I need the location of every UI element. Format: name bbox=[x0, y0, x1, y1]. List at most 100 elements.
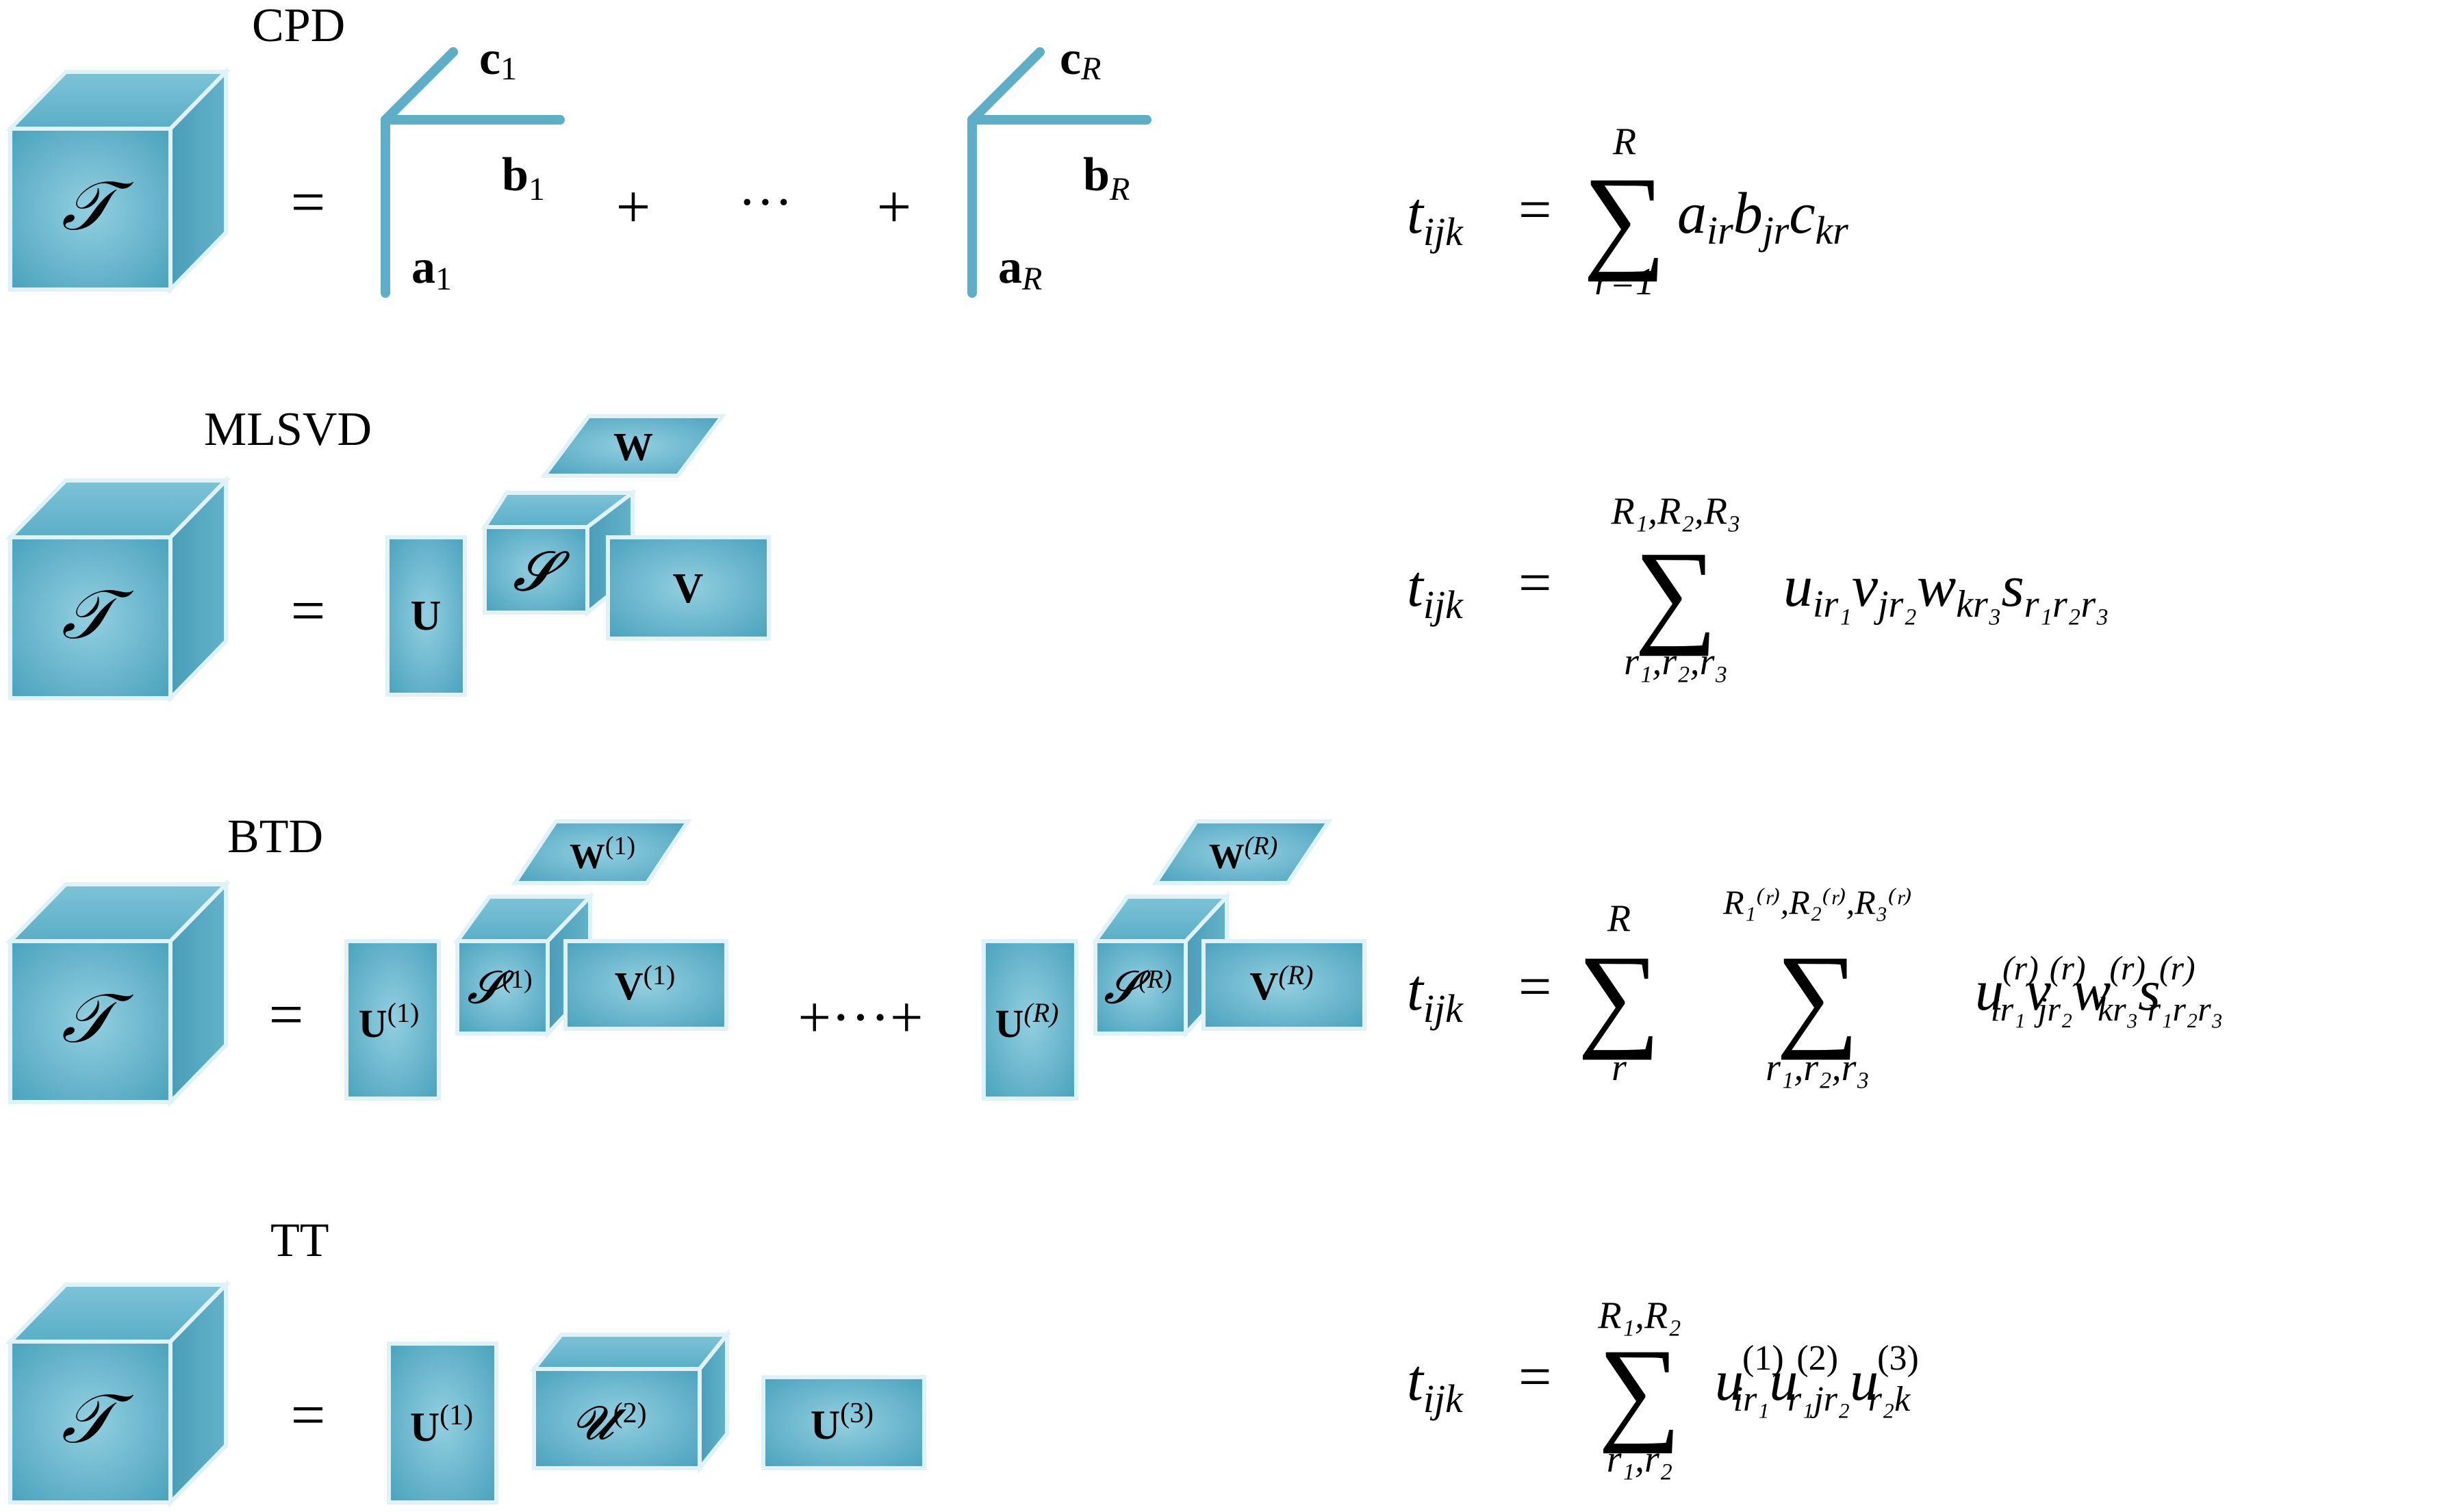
label-aR: aR bbox=[998, 241, 1042, 297]
sum-sign: ∑ bbox=[1634, 528, 1717, 656]
matrix-V-label: V bbox=[673, 565, 704, 612]
matrix-WR-block bbox=[1151, 819, 1333, 885]
tt-core-2: 𝓤(2) bbox=[529, 1329, 732, 1474]
matrix-V-block bbox=[606, 535, 771, 641]
row-tt: TT 𝒯 = U(1) 𝓤(2) U(3) tijk = R₁,R₂ ∑ bbox=[5, 1214, 1919, 1508]
matrix-U1-block bbox=[344, 939, 441, 1101]
label-cR: cR bbox=[1060, 32, 1101, 87]
tt-formula: tijk = R₁,R₂ ∑ r₁,r₂ u(1)ir₁u(2)r₁jr₂u(3… bbox=[1407, 1294, 1919, 1481]
tt-equals: = bbox=[291, 1381, 326, 1449]
cpd-plus-2: + bbox=[877, 173, 912, 241]
cpd-rank1-term-1: c1 b1 a1 bbox=[381, 32, 565, 298]
formula-equals: = bbox=[1518, 550, 1552, 615]
core-SR-front-face bbox=[1093, 939, 1188, 1036]
matrix-W1-block bbox=[511, 819, 692, 885]
matrix-U1-block bbox=[387, 1342, 498, 1504]
tt-core-3: U(3) bbox=[761, 1375, 926, 1470]
matrix-U-block bbox=[385, 535, 467, 697]
formula-equals: = bbox=[1518, 1344, 1552, 1409]
cube-front-face bbox=[8, 535, 173, 700]
sum-lower-limit: r=1 bbox=[1594, 261, 1655, 303]
core-U2-top-face bbox=[529, 1333, 732, 1371]
cube-front-face bbox=[8, 939, 173, 1104]
sum2-sign: ∑ bbox=[1776, 932, 1859, 1060]
cpd-rank1-term-R: cR bR aR bbox=[967, 32, 1151, 298]
formula-terms: uir₁vjr₂wkr₃sr₁r₂r₃ bbox=[1783, 553, 2109, 626]
matrix-WR-label: W(R) bbox=[1209, 832, 1278, 876]
sum1-upper-limit: R bbox=[1607, 897, 1631, 940]
vector-cR bbox=[967, 47, 1045, 125]
btd-tensor-cube: 𝒯 bbox=[5, 879, 231, 1107]
matrix-U-label: U bbox=[411, 593, 442, 639]
sum-lower-limit: r₁,r₂,r₃ bbox=[1624, 641, 1728, 683]
btd-equals: = bbox=[269, 981, 304, 1049]
formula-equals: = bbox=[1518, 953, 1552, 1019]
core-U2-label: 𝓤(2) bbox=[572, 1397, 646, 1449]
matrix-UR-block bbox=[982, 939, 1078, 1101]
formula-terms: u(r)ir₁v(r)jr₂w(r)kr₃s(r)r₁r₂r₃ bbox=[1975, 949, 2223, 1028]
matrix-W-block bbox=[540, 414, 726, 478]
label-c1: c1 bbox=[479, 32, 517, 87]
sum1-lower-limit: r bbox=[1612, 1047, 1627, 1089]
mlsvd-title: MLSVD bbox=[204, 403, 372, 456]
matrix-U1-label: U(1) bbox=[410, 1400, 473, 1450]
matrix-UR-label: U(R) bbox=[995, 997, 1059, 1046]
formula-terms: airbjrckr bbox=[1677, 180, 1848, 253]
mlsvd-equals: = bbox=[291, 577, 326, 645]
sum2-lower-limit: r₁,r₂,r₃ bbox=[1766, 1047, 1870, 1089]
core-U2-front-face bbox=[532, 1367, 702, 1470]
row-mlsvd: MLSVD 𝒯 = U W 𝓢 V tijk = bbox=[5, 403, 2109, 704]
factor-U: U bbox=[385, 535, 467, 697]
mlsvd-tensor-cube: 𝒯 bbox=[5, 475, 231, 704]
sum-upper-limit: R₁,R₂ bbox=[1597, 1294, 1681, 1337]
sum-sign: ∑ bbox=[1583, 153, 1666, 282]
cpd-equals: = bbox=[291, 168, 326, 236]
sum-lower-limit: r₁,r₂ bbox=[1607, 1438, 1673, 1481]
matrix-U1-label: U(1) bbox=[359, 997, 420, 1046]
label-b1: b1 bbox=[502, 149, 545, 207]
matrix-V1-label: V(1) bbox=[615, 960, 676, 1008]
tt-title: TT bbox=[270, 1214, 329, 1267]
cpd-formula: tijk = R ∑ r=1 airbjrckr bbox=[1407, 120, 1848, 303]
sum1-sign: ∑ bbox=[1577, 932, 1660, 1060]
row-btd: BTD 𝒯 = U(1) W(1) 𝓢(1) V(1) +···+ U(R) bbox=[5, 810, 2223, 1107]
btd-block-term-1: U(1) W(1) 𝓢(1) V(1) bbox=[344, 819, 728, 1101]
formula-equals: = bbox=[1518, 177, 1552, 242]
vector-c1 bbox=[381, 47, 458, 125]
formula-lhs: tijk bbox=[1407, 957, 1464, 1031]
sum2-upper-limit: R₁⁽ʳ⁾,R₂⁽ʳ⁾,R₃⁽ʳ⁾ bbox=[1722, 883, 1912, 921]
cpd-title: CPD bbox=[252, 0, 345, 52]
core-S1-front-face bbox=[455, 939, 550, 1036]
btd-plus-dots-plus: +···+ bbox=[798, 984, 924, 1050]
btd-formula: tijk = R ∑ r R₁⁽ʳ⁾,R₂⁽ʳ⁾,R₃⁽ʳ⁾ ∑ r₁,r₂,r… bbox=[1407, 883, 2223, 1089]
matrix-W1-label: W(1) bbox=[570, 832, 635, 876]
matrix-V1-block bbox=[563, 939, 728, 1031]
cube-front-face bbox=[8, 1340, 173, 1504]
sum-upper-limit: R bbox=[1612, 120, 1636, 163]
formula-lhs: tijk bbox=[1407, 180, 1464, 254]
tt-tensor-cube: 𝒯 bbox=[5, 1279, 231, 1508]
matrix-W-label: W bbox=[613, 424, 653, 469]
formula-terms: u(1)ir₁u(2)r₁jr₂u(3)r₂k bbox=[1715, 1339, 1919, 1419]
sum-sign: ∑ bbox=[1598, 1325, 1681, 1454]
tt-core-1: U(1) bbox=[387, 1342, 498, 1504]
factor-V: V bbox=[606, 535, 771, 641]
cpd-plus-1: + bbox=[616, 173, 651, 241]
matrix-U3-label: U(3) bbox=[811, 1398, 874, 1448]
matrix-VR-label: V(R) bbox=[1250, 960, 1314, 1008]
matrix-U3-block bbox=[761, 1375, 926, 1470]
btd-title: BTD bbox=[227, 810, 323, 863]
label-bR: bR bbox=[1083, 149, 1130, 207]
cpd-dots: ··· bbox=[738, 172, 793, 233]
factor-W: W bbox=[540, 414, 726, 478]
formula-lhs: tijk bbox=[1407, 553, 1464, 627]
cube-front-face bbox=[8, 127, 173, 292]
btd-block-term-R: U(R) W(R) 𝓢(R) V(R) bbox=[982, 819, 1366, 1101]
label-a1: a1 bbox=[411, 241, 452, 297]
mlsvd-formula: tijk = R₁,R₂,R₃ ∑ r₁,r₂,r₃ uir₁vjr₂wkr₃s… bbox=[1407, 490, 2109, 683]
core-front-face bbox=[483, 525, 589, 615]
row-cpd: CPD 𝒯 = c1 b1 a1 + ··· + cR bR aR bbox=[5, 0, 1848, 303]
matrix-VR-block bbox=[1201, 939, 1366, 1031]
